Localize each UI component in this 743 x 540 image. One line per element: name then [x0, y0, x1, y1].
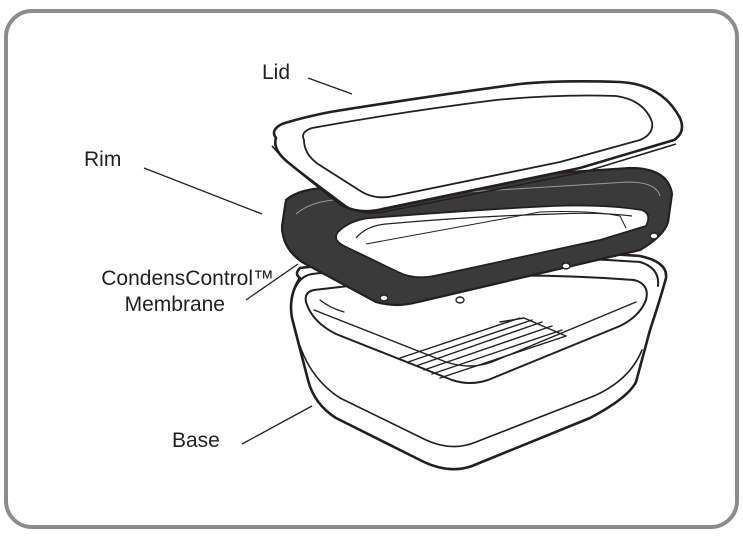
lid-leader-line [307, 77, 353, 95]
membrane-label: CondensControl™ Membrane [48, 266, 274, 318]
lid-part [271, 80, 684, 214]
lid-label: Lid [262, 61, 291, 84]
diagram-border [4, 9, 739, 529]
membrane-leader-line [245, 263, 299, 301]
rim-label: Rim [84, 148, 122, 171]
leader-lines [143, 77, 353, 445]
base-leader-line [241, 405, 313, 445]
membrane-label-line1: CondensControl™ [101, 267, 274, 290]
rim-leader-line [143, 167, 263, 215]
membrane-label-line2: Membrane [124, 293, 225, 316]
base-label: Base [172, 429, 220, 452]
